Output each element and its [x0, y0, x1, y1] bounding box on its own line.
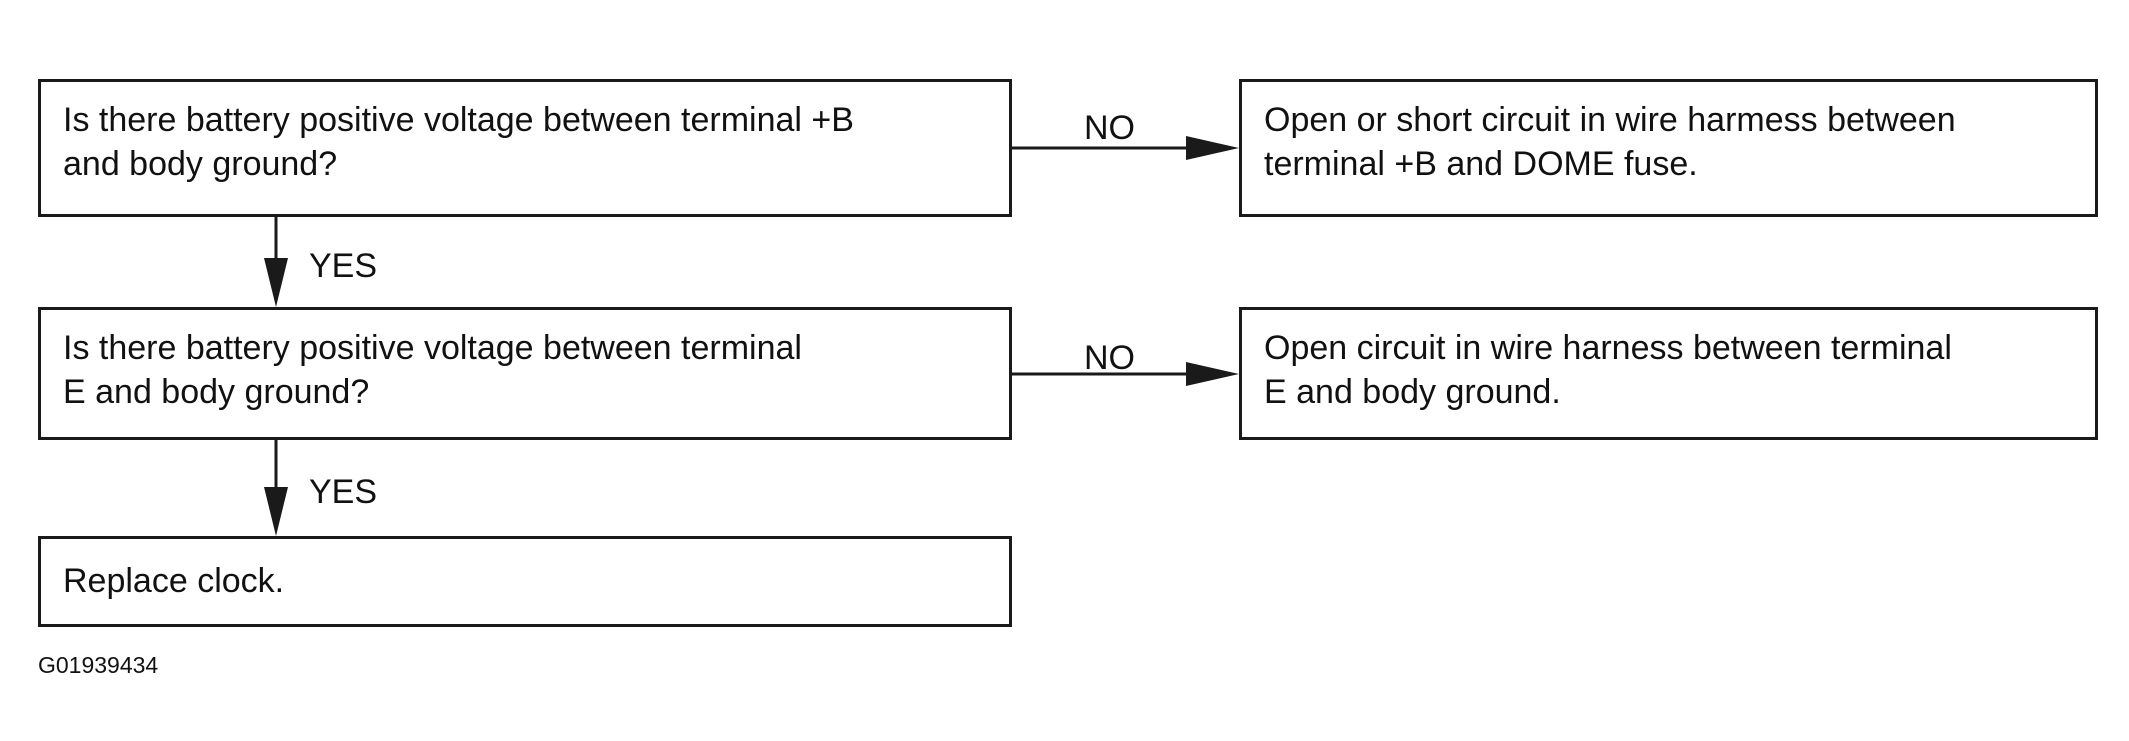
- no-arrow-1: [1012, 136, 1239, 160]
- yes-label-1: YES: [309, 247, 378, 285]
- result-box-1: Open or short circuit in wire harmess be…: [1239, 79, 2098, 217]
- no-label-2: NO: [1084, 339, 1135, 377]
- question-box-1: Is there battery positive voltage betwee…: [38, 79, 1012, 217]
- yes-arrow-2: [264, 440, 288, 536]
- yes-label-2: YES: [309, 473, 378, 511]
- question-box-2: Is there battery positive voltage betwee…: [38, 307, 1012, 440]
- result-box-3: Replace clock.: [38, 536, 1012, 627]
- result-box-2: Open circuit in wire harness between ter…: [1239, 307, 2098, 440]
- no-arrow-2: [1012, 362, 1239, 386]
- yes-arrow-1: [264, 217, 288, 307]
- figure-code: G01939434: [38, 652, 159, 678]
- no-label-1: NO: [1084, 109, 1135, 147]
